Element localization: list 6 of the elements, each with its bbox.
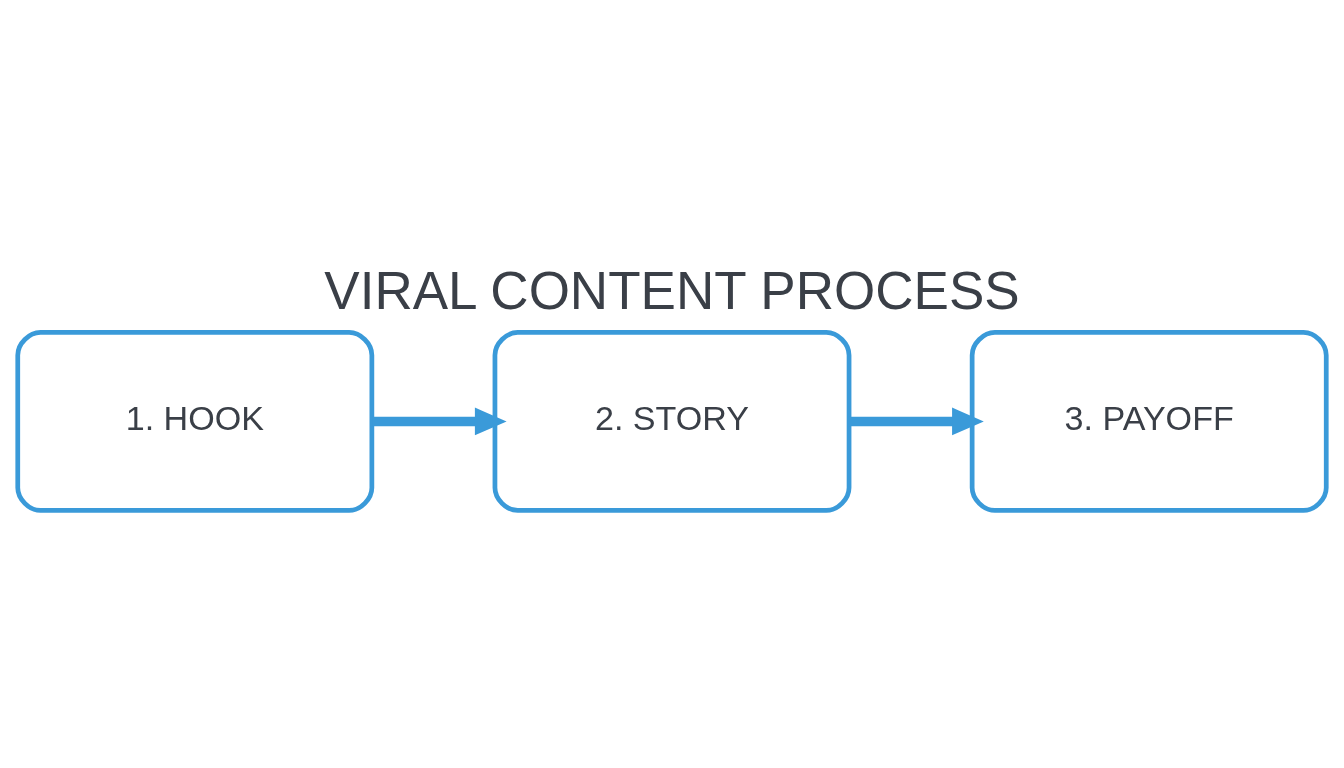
node-box: 3. PAYOFF [969,329,1329,513]
arrow [372,407,507,435]
arrow [849,407,984,435]
node-box: 2. STORY [492,329,852,513]
node-box: 1. HOOK [15,329,375,513]
diagram-title: VIRAL CONTENT PROCESS [324,260,1020,320]
